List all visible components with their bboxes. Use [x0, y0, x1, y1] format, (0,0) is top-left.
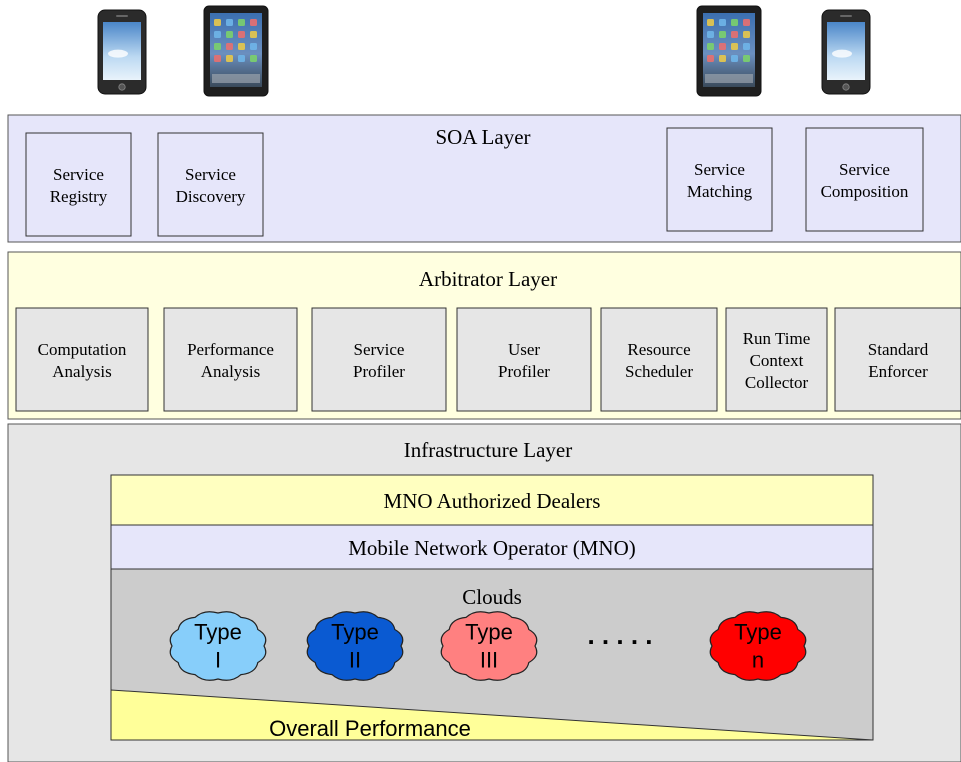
- box-label-line: I: [215, 648, 221, 673]
- box-label-line: Type: [465, 620, 513, 645]
- box-label-line: Service: [53, 165, 104, 184]
- tablet-icon: [696, 5, 762, 97]
- box-label-line: Computation: [38, 340, 127, 359]
- box-label-line: Run Time: [743, 329, 811, 348]
- box-label-line: Composition: [821, 182, 909, 201]
- soa-layer: SOA Layer ServiceRegistryServiceDiscover…: [7, 114, 961, 243]
- box-label-line: Resource: [627, 340, 690, 359]
- box-label-line: Analysis: [201, 362, 261, 381]
- box-label-line: III: [480, 648, 498, 673]
- box-label-line: Type: [194, 620, 242, 645]
- cloud-icon: [169, 611, 267, 681]
- clouds-title: Clouds: [462, 585, 522, 609]
- clouds-ellipsis: . . . . .: [587, 620, 652, 650]
- cloud-icon: [306, 611, 404, 681]
- infrastructure-layer: Infrastructure Layer MNO Authorized Deal…: [7, 423, 961, 762]
- box-label-line: Discovery: [176, 187, 246, 206]
- soa-component-frame: [666, 127, 773, 232]
- box-label-line: Scheduler: [625, 362, 693, 381]
- arbitrator-layer: Arbitrator Layer ComputationAnalysisPerf…: [7, 251, 961, 420]
- box-label-line: Service: [839, 160, 890, 179]
- box-label-line: Enforcer: [868, 362, 928, 381]
- overall-performance-wedge: [110, 689, 874, 741]
- box-label-line: Matching: [687, 182, 753, 201]
- phone-icon: [821, 9, 871, 95]
- box-label-line: Type: [331, 620, 379, 645]
- cloud-icon: [440, 611, 538, 681]
- arbitrator-component-frame: [311, 307, 447, 412]
- arbitrator-component-frame: [15, 307, 149, 412]
- arbitrator-component-frame: [725, 307, 828, 412]
- mno-band: [110, 524, 874, 570]
- overall-performance-label: Overall Performance: [269, 716, 471, 741]
- box-label-line: Registry: [50, 187, 108, 206]
- arbitrator-component-frame: [834, 307, 961, 412]
- arbitrator-component-frame: [600, 307, 718, 412]
- cloud-type-4: Type n: [709, 611, 807, 681]
- box-label-line: Collector: [745, 373, 809, 392]
- mno-dealers-label: MNO Authorized Dealers: [384, 489, 601, 513]
- box-label-line: II: [349, 648, 361, 673]
- soa-layer-title: SOA Layer: [435, 125, 530, 149]
- box-label-line: Performance: [187, 340, 274, 359]
- box-label-line: Service: [185, 165, 236, 184]
- mno-label: Mobile Network Operator (MNO): [348, 536, 636, 560]
- soa-component-frame: [157, 132, 264, 237]
- box-label-line: Service: [694, 160, 745, 179]
- soa-component-frame: [25, 132, 132, 237]
- tablet-icon: [203, 5, 269, 97]
- infrastructure-layer-title: Infrastructure Layer: [404, 438, 572, 462]
- box-label-line: User: [508, 340, 540, 359]
- arbitrator-layer-title: Arbitrator Layer: [419, 267, 557, 291]
- box-label-line: Type: [734, 620, 782, 645]
- arbitrator-component-frame: [456, 307, 592, 412]
- soa-component-frame: [805, 127, 924, 232]
- box-label-line: n: [752, 648, 764, 673]
- box-label-line: Service: [354, 340, 405, 359]
- devices-row: [97, 5, 871, 97]
- mno-dealers-band: [110, 474, 874, 526]
- box-label-line: Profiler: [498, 362, 550, 381]
- box-label-line: Context: [750, 351, 804, 370]
- phone-icon: [97, 9, 147, 95]
- box-label-line: Analysis: [52, 362, 112, 381]
- box-label-line: Profiler: [353, 362, 405, 381]
- cloud-icon: [709, 611, 807, 681]
- arbitrator-component-frame: [163, 307, 298, 412]
- box-label-line: Standard: [868, 340, 929, 359]
